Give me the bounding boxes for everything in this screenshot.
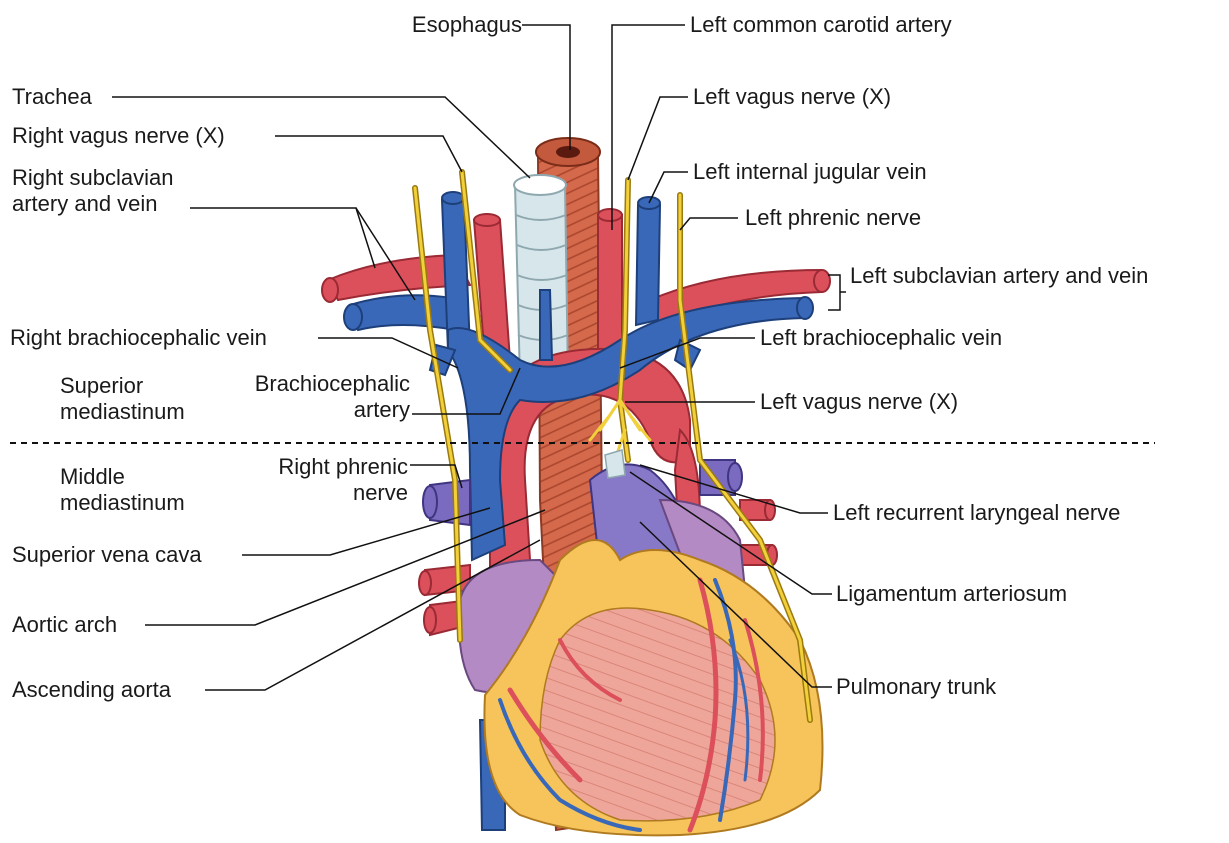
label-left-recurrent-laryngeal-nerve: Left recurrent laryngeal nerve <box>833 500 1120 526</box>
label-superior-mediastinum: Superior mediastinum <box>60 373 185 425</box>
label-right-phrenic-nerve: Right phrenic nerve <box>210 454 408 506</box>
label-ascending-aorta: Ascending aorta <box>12 677 171 703</box>
label-left-phrenic-nerve: Left phrenic nerve <box>745 205 921 231</box>
label-right-brachiocephalic-vein: Right brachiocephalic vein <box>10 325 267 351</box>
label-right-subclavian-artery-and-vein: Right subclavian artery and vein <box>12 165 173 217</box>
label-right-vagus-nerve: Right vagus nerve (X) <box>12 123 225 149</box>
label-brachiocephalic-artery: Brachiocephalic artery <box>210 371 410 423</box>
label-left-subclavian-artery-and-vein: Left subclavian artery and vein <box>850 263 1148 289</box>
label-esophagus: Esophagus <box>380 12 522 38</box>
label-left-common-carotid-artery: Left common carotid artery <box>690 12 952 38</box>
label-middle-mediastinum: Middle mediastinum <box>60 464 185 516</box>
label-trachea: Trachea <box>12 84 92 110</box>
label-aortic-arch: Aortic arch <box>12 612 117 638</box>
label-ligamentum-arteriosum: Ligamentum arteriosum <box>836 581 1067 607</box>
label-left-vagus-nerve-upper: Left vagus nerve (X) <box>693 84 891 110</box>
label-left-internal-jugular-vein: Left internal jugular vein <box>693 159 927 185</box>
label-pulmonary-trunk: Pulmonary trunk <box>836 674 996 700</box>
label-left-brachiocephalic-vein: Left brachiocephalic vein <box>760 325 1002 351</box>
label-superior-vena-cava: Superior vena cava <box>12 542 202 568</box>
label-left-vagus-nerve-lower: Left vagus nerve (X) <box>760 389 958 415</box>
ligamentum-shape <box>605 450 625 478</box>
